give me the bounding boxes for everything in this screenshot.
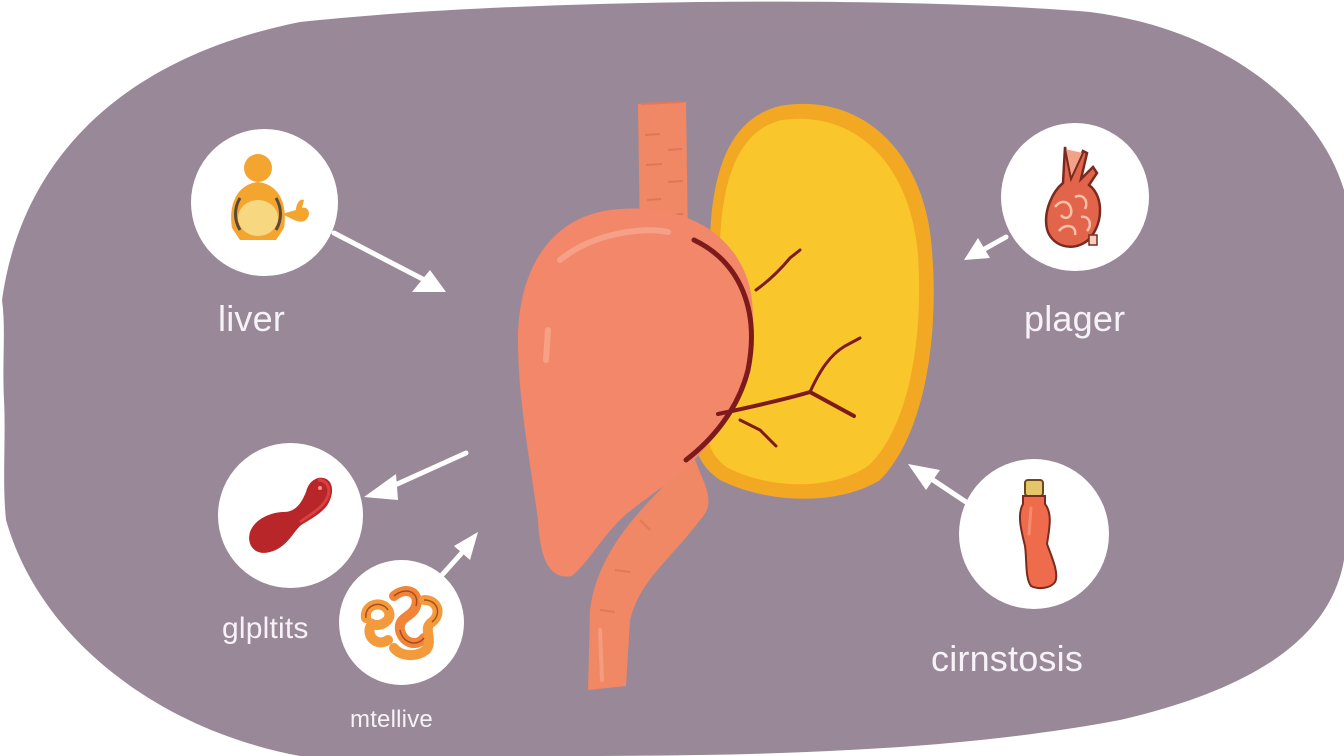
callout-liver-circle bbox=[191, 129, 338, 276]
person-figure-icon bbox=[230, 153, 309, 240]
callout-plager-circle bbox=[1001, 123, 1149, 271]
callout-mtellive-circle bbox=[339, 560, 464, 685]
duodenum bbox=[588, 440, 709, 690]
callout-cirnstosis-label: cirnstosis bbox=[931, 638, 1084, 679]
blood-vessels bbox=[683, 237, 862, 463]
callout-liver-label: liver bbox=[218, 298, 286, 339]
bottle-icon bbox=[1018, 479, 1058, 590]
callout-glpltits-label: glpltits bbox=[222, 612, 309, 645]
liver bbox=[518, 208, 754, 577]
esophagus bbox=[638, 101, 688, 242]
callout-mtellive-label: mtellive bbox=[350, 706, 433, 733]
intestine-icon bbox=[360, 585, 442, 660]
diseased-organ-icon bbox=[1044, 146, 1102, 248]
callout-glpltits-circle bbox=[218, 443, 363, 588]
callout-cirnstosis-circle bbox=[959, 459, 1109, 609]
red-organ-icon bbox=[248, 477, 332, 553]
gallbladder bbox=[694, 103, 934, 499]
callout-plager-label: plager bbox=[1024, 298, 1126, 339]
